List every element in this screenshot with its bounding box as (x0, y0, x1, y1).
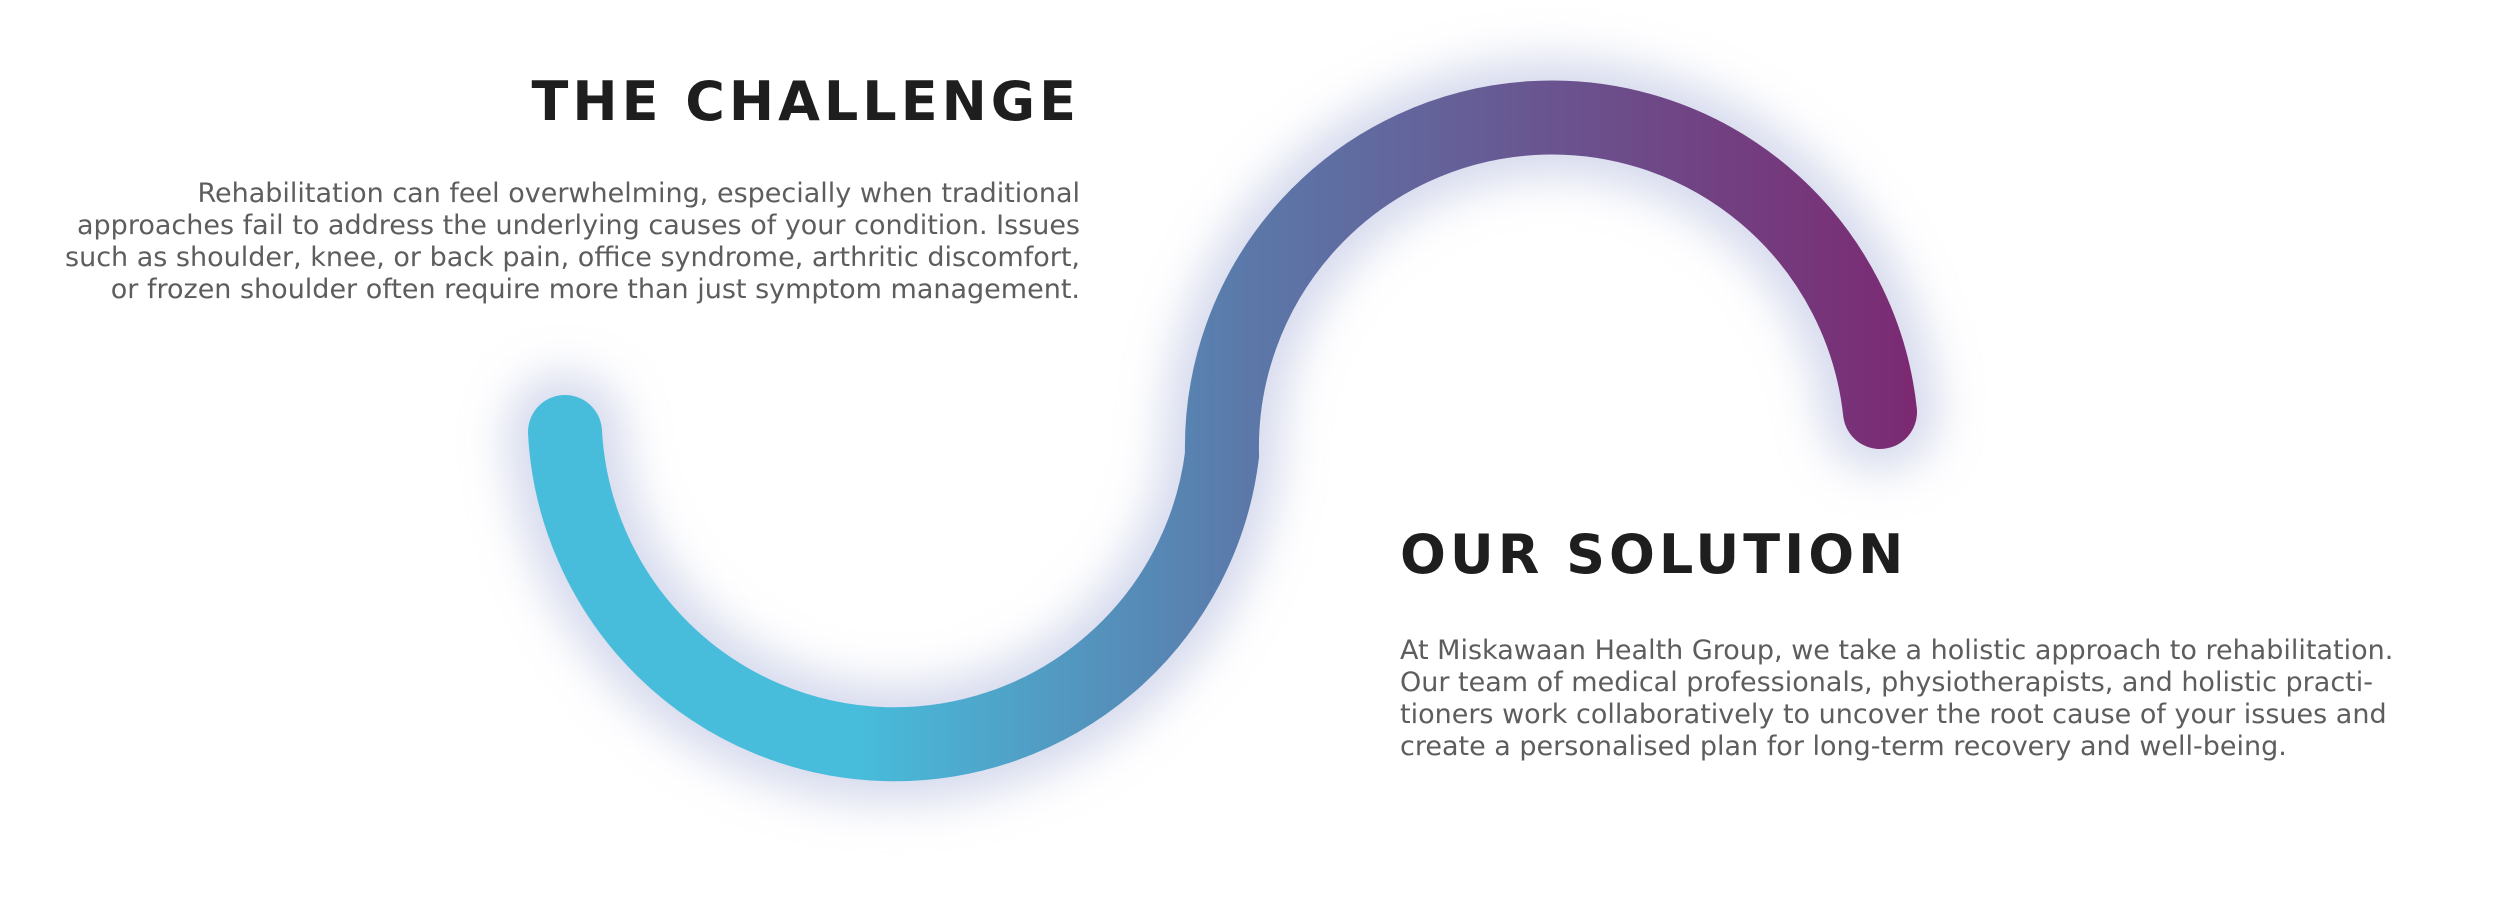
challenge-description: Rehabilitation can feel overwhelming, es… (40, 178, 1080, 306)
challenge-line: or frozen shoulder often require more th… (110, 274, 1080, 305)
challenge-line: such as shoulder, knee, or back pain, of… (65, 242, 1080, 273)
solution-description: At Miskawaan Health Group, we take a hol… (1400, 635, 2460, 763)
s-curve-stroke (528, 80, 1917, 782)
solution-line: At Miskawaan Health Group, we take a hol… (1400, 635, 2394, 666)
challenge-line: approaches fail to address the underlyin… (77, 210, 1080, 241)
challenge-section: THE CHALLENGE Rehabilitation can feel ov… (40, 62, 1080, 306)
solution-line: create a personalised plan for long-term… (1400, 731, 2287, 762)
solution-section: OUR SOLUTION At Miskawaan Health Group, … (1400, 515, 2460, 763)
solution-line: Our team of medical professionals, physi… (1400, 667, 2373, 698)
solution-heading: OUR SOLUTION (1400, 523, 1908, 586)
challenge-line: Rehabilitation can feel overwhelming, es… (197, 178, 1080, 209)
solution-line: tioners work collaboratively to uncover … (1400, 699, 2387, 730)
challenge-heading: THE CHALLENGE (531, 70, 1080, 133)
